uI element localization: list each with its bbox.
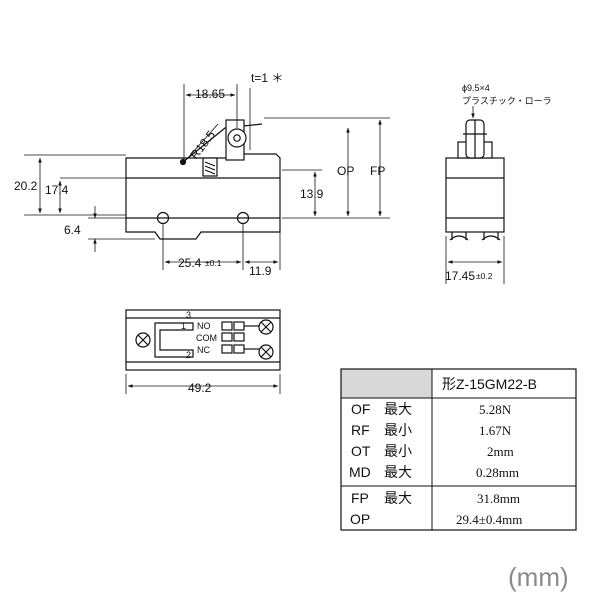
row-ot-value: 2mm bbox=[487, 444, 514, 459]
row-fp-value: 31.8mm bbox=[477, 491, 520, 506]
dim-11-9: 11.9 bbox=[249, 264, 272, 278]
mounting-hole-left bbox=[156, 211, 170, 225]
front-view-dimensions bbox=[24, 84, 390, 270]
side-view bbox=[445, 119, 505, 241]
row-ot-qual: 最小 bbox=[384, 443, 412, 459]
terminal-3-label: 3 bbox=[186, 310, 191, 320]
dim-49-2: 49.2 bbox=[188, 381, 212, 395]
side-body bbox=[445, 157, 505, 233]
row-rf-value: 1.67N bbox=[479, 423, 512, 438]
row-of-value: 5.28N bbox=[479, 402, 512, 417]
row-of-label: OF bbox=[351, 401, 370, 417]
plunger bbox=[202, 157, 218, 177]
row-of-qual: 最大 bbox=[384, 401, 412, 417]
front-view bbox=[125, 119, 281, 240]
bottom-body bbox=[125, 309, 281, 371]
bottom-view-dimensions bbox=[125, 374, 281, 394]
roller-material: プラスチック・ローラ bbox=[462, 96, 552, 106]
dim-r18-5: R18.5 bbox=[187, 128, 218, 162]
dim-25-4-tol: ±0.1 bbox=[205, 258, 222, 268]
dim-20-2: 20.2 bbox=[14, 179, 38, 193]
dim-6-4: 6.4 bbox=[64, 223, 81, 237]
side-view-dimensions bbox=[445, 106, 505, 284]
row-op-value: 29.4±0.4mm bbox=[456, 512, 522, 527]
unit-note: (mm) bbox=[508, 562, 569, 592]
row-rf-label: RF bbox=[351, 422, 370, 438]
bottom-view bbox=[125, 309, 281, 371]
terminal-com-label: COM bbox=[196, 333, 217, 343]
dim-17-4: 17.4 bbox=[45, 183, 69, 197]
row-fp-qual: 最大 bbox=[384, 490, 412, 506]
spec-table-model: 形Z-15GM22-B bbox=[442, 376, 537, 392]
dim-13-9: 13.9 bbox=[300, 187, 324, 201]
dim-fp: FP bbox=[370, 164, 385, 178]
spec-table: 形Z-15GM22-B OF 最大 5.28N RF 最小 1.67N OT 最… bbox=[340, 368, 577, 531]
spec-table-header-bg bbox=[341, 369, 432, 398]
dim-17-45: 17.45 bbox=[445, 269, 475, 283]
dim-18-65: 18.65 bbox=[195, 87, 225, 101]
terminal-1-label: 1 bbox=[181, 321, 186, 331]
row-ot-label: OT bbox=[351, 443, 371, 459]
terminal-no-label: NO bbox=[197, 321, 211, 331]
row-md-value: 0.28mm bbox=[476, 465, 519, 480]
terminal-2-label: 2 bbox=[186, 350, 191, 360]
row-op-label: OP bbox=[350, 511, 370, 527]
mounting-hole-right bbox=[236, 211, 250, 225]
row-rf-qual: 最小 bbox=[384, 422, 412, 438]
dim-17-45-tol: ±0.2 bbox=[476, 271, 493, 281]
dim-t-note: t=1 ＊ bbox=[251, 71, 283, 85]
dim-25-4: 25.4 bbox=[178, 256, 202, 270]
row-fp-label: FP bbox=[351, 490, 369, 506]
row-md-qual: 最大 bbox=[384, 464, 412, 480]
row-md-label: MD bbox=[349, 464, 371, 480]
terminal-nc-label: NC bbox=[197, 345, 210, 355]
dim-op: OP bbox=[337, 164, 354, 178]
roller-spec: ϕ9.5×4 bbox=[462, 83, 490, 93]
